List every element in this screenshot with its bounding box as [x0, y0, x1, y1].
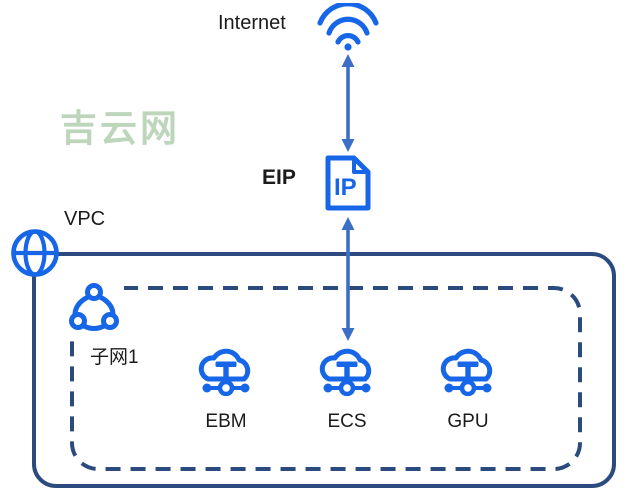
globe-icon: [11, 229, 59, 277]
cloud-server-icon-gpu: [440, 348, 493, 396]
arrow-eip-ecs: [341, 217, 355, 341]
ip-icon-text: IP: [334, 174, 357, 201]
wifi-icon: [317, 3, 379, 51]
eip-label: EIP: [262, 166, 296, 189]
subnet-cluster-icon: [64, 280, 124, 336]
subnet-boundary: [70, 286, 582, 471]
subnet-label: 子网1: [90, 347, 139, 368]
watermark: 吉云网: [60, 108, 180, 149]
arrow-internet-eip: [341, 54, 355, 152]
cloud-server-icon-ebm: [198, 348, 251, 396]
vpc-boundary: [32, 252, 616, 488]
cloud-server-icon-ecs: [319, 348, 372, 396]
server-label-ebm: EBM: [205, 411, 247, 432]
internet-label: Internet: [218, 12, 286, 34]
ip-document-icon: IP: [325, 155, 371, 211]
server-label-gpu: GPU: [447, 411, 489, 432]
server-label-ecs: ECS: [327, 411, 367, 432]
vpc-label: VPC: [64, 208, 106, 230]
